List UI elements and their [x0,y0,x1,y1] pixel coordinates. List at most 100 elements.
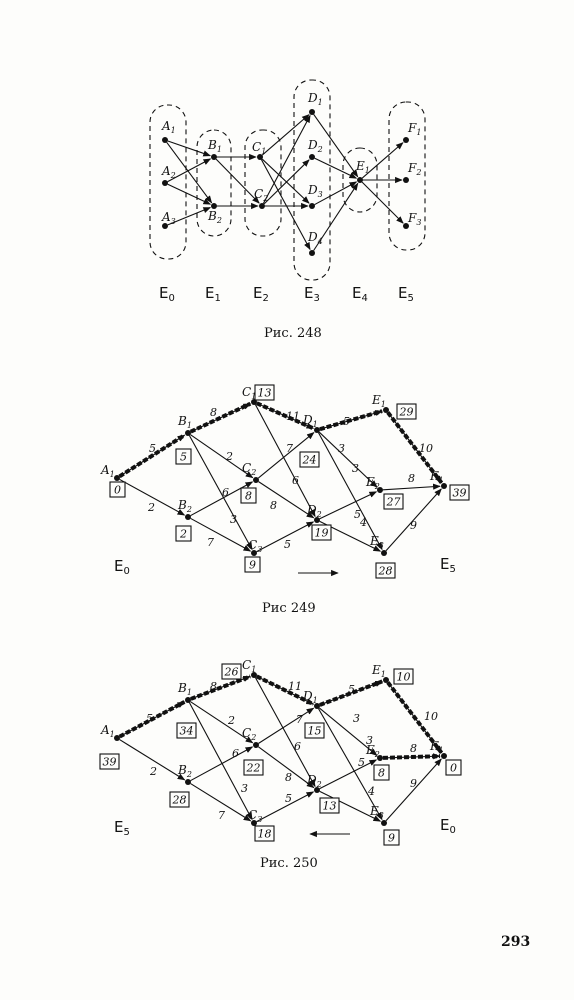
fig248-node-F2 [403,177,409,183]
fig250-edge-B1C3 [188,702,253,821]
fig249-label-D1: D1 [302,413,318,429]
fig248-edge-C1-D4 [260,159,311,251]
fig249-edge-B1C1 [190,403,252,433]
fig250-value-F1: 0 [450,762,457,775]
fig249-weight-D1E1: 5 [343,415,350,428]
fig249-label-C2: C2 [242,461,256,477]
fig250-label-C2: C2 [242,726,256,742]
fig250-value-D2: 13 [323,800,337,813]
fig250-edge-D2E2 [319,759,378,790]
fig249-weight-C3D2: 5 [284,538,291,551]
fig249-value-D1: 24 [302,454,317,467]
fig250-edge-E3F1 [385,758,442,822]
fig250-edge-D1E3 [318,708,383,821]
fig250-weight-B2C3: 7 [218,809,225,822]
fig249-weight-C2D1: 7 [286,442,293,455]
fig248-node-A3 [162,223,168,229]
fig248-label-D1: D1 [307,91,323,107]
fig250-weight-B1C2: 2 [227,714,235,727]
fig249-value-box-E2 [383,493,404,510]
fig250-value-box-B1 [176,722,197,739]
fig250-weight-A1B1: 5 [146,712,153,725]
fig249-node-E3 [381,550,387,556]
fig249-weight-A1B1: 5 [149,442,156,455]
fig250-node-E1 [383,677,389,683]
fig250-node-D2 [314,787,320,793]
fig249-label-E2: E2 [365,475,380,491]
fig250-value-D1: 15 [308,725,322,738]
fig248-node-C1 [257,154,263,160]
fig248-edge-C1-D3 [261,158,310,204]
fig248-label-D2: D2 [307,138,323,154]
fig250-edge-D2E3 [319,790,382,822]
fig250-weight-D1E2: 3 [353,712,360,725]
fig250-label-C1: C1 [242,658,256,674]
fig249-value-box-C1 [254,384,275,401]
fig249-value-box-C2 [240,487,257,504]
fig248-edge-E1-F1 [361,142,404,179]
fig249-weight-A1B2: 2 [147,501,155,514]
fig248-stage-region-4 [342,147,378,213]
fig249-weight-B1C1: 8 [210,406,217,419]
fig249-label-E3: E3 [369,534,384,550]
fig248-node-D4 [309,250,315,256]
fig249-weight-C1D2: 6 [292,474,299,487]
fig250-label-C3: C3 [248,808,262,824]
fig249-value-box-E3 [375,562,396,579]
fig249-value-C3: 9 [249,559,256,572]
fig250-weight-D1E1: 5 [348,683,355,696]
fig249-value-box-D2 [311,524,332,541]
fig248-stage-label-3: E3 [304,284,320,304]
fig249-weight-D1E3: 3 [338,442,345,455]
fig249-node-D1 [314,427,320,433]
fig250-value-box-E1 [393,668,414,685]
fig248-edge-D2-E1 [314,157,358,179]
fig249-edge-E3F1 [385,488,442,552]
fig249-stage-left: E0 [114,557,130,577]
fig248-edge-C1-D1 [261,114,310,156]
fig248-edge-A3-B2 [167,207,212,226]
fig250-node-C3 [251,820,257,826]
fig250-weight-C2D1: 7 [296,713,303,726]
fig248-label-A3: A3 [161,210,176,226]
fig249-edge-B1C2 [190,434,254,479]
fig250-label-F1: F1 [429,739,443,755]
fig250-node-B2 [185,779,191,785]
fig250-weight-B1C3: 3 [241,782,248,795]
fig249-edge-B2C3 [190,517,252,552]
fig249-weight-D2E2: 5 [354,508,361,521]
fig249-label-D2: D2 [306,503,322,519]
fig250-stage-left: E5 [114,818,130,838]
fig249-weight-D1E2: 3 [352,462,359,475]
fig249-edge-C1D1 [256,402,315,429]
figure-250: 5282367116785533541089A139B134B228C126C2… [99,658,462,846]
fig248-label-C2: C2 [254,187,268,203]
fig248-label-F1: F1 [407,121,421,137]
fig249-label-B2: B2 [177,498,192,514]
fig248-label-D4: D4 [307,230,323,246]
fig249-label-B1: B1 [177,414,192,430]
fig248-stage-region-2 [244,129,282,237]
fig248-node-B2 [211,203,217,209]
fig250-edge-B1C2 [190,701,254,744]
fig249-value-B2: 2 [179,528,187,541]
fig250-weight-D2E2: 5 [358,756,365,769]
fig250-label-B1: B1 [177,681,192,697]
fig250-weight-A1B2: 2 [149,765,157,778]
fig249-weight-E2F1: 8 [408,472,415,485]
fig250-node-C2 [253,742,259,748]
fig248-edge-D4-E1 [313,182,359,251]
fig249-weight-E3F1: 9 [410,519,417,532]
fig249-edge-B1C3 [188,435,253,551]
fig248-node-E1 [357,177,363,183]
fig249-weight-B2C2: 6 [222,486,229,499]
fig248-edge-A2-B1 [167,158,212,183]
fig249-edge-D2E2 [319,491,378,520]
fig250-node-E2 [377,755,383,761]
fig250-edge-C1D1 [256,675,315,705]
fig249-value-C2: 8 [245,490,252,503]
fig248-edge-C2-D1 [262,114,311,204]
fig249-value-B1: 5 [180,451,187,464]
fig250-edge-D1E2 [318,707,378,756]
